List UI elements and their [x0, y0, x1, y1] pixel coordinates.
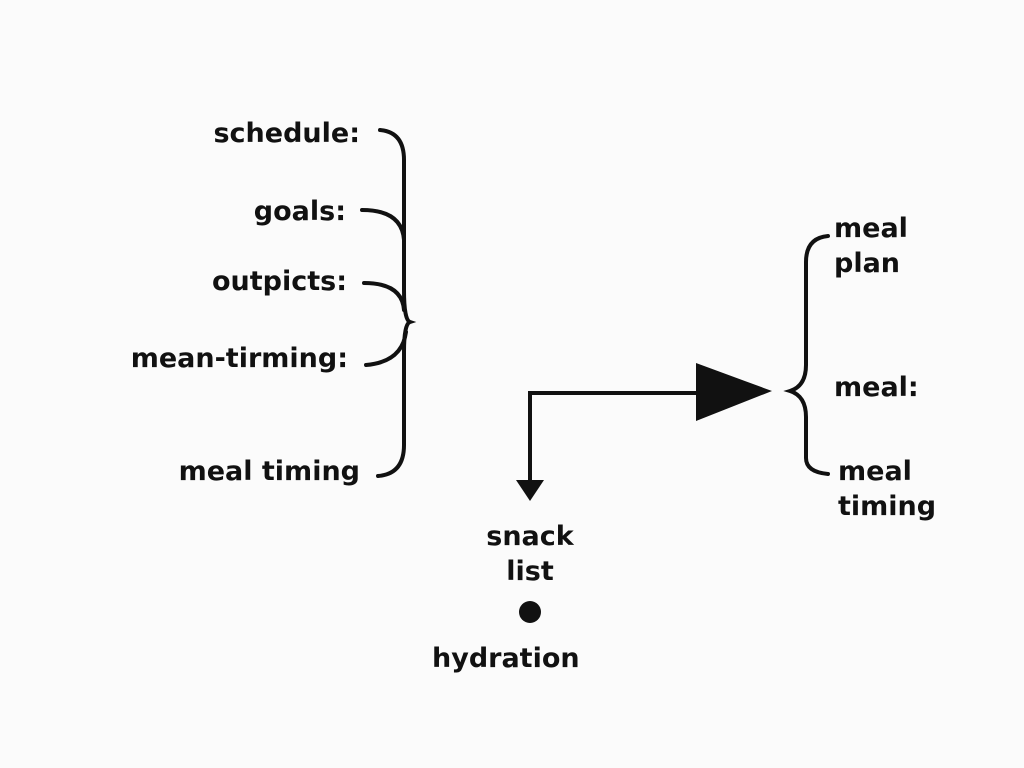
label-goals: goals:: [253, 196, 346, 227]
label-outpicts: outpicts:: [211, 266, 347, 297]
left-brace: [376, 128, 417, 478]
bullet-dot: [519, 601, 541, 623]
right-arrowhead: [696, 363, 772, 421]
label-meal-timing-right: meal timing: [838, 456, 937, 522]
label-meal-plan: meal plan: [834, 213, 908, 279]
label-schedule: schedule:: [213, 118, 360, 149]
mean-tirming-connector: [364, 330, 408, 367]
down-arrowhead: [516, 480, 544, 501]
label-mean-tirming: mean-tirming:: [130, 343, 348, 374]
label-meal-timing-left: meal timing: [178, 456, 360, 487]
label-meal: meal:: [834, 372, 919, 403]
label-hydration: hydration: [432, 643, 580, 674]
goals-connector: [360, 208, 406, 242]
label-snack-list: snack list: [486, 521, 574, 587]
right-brace: [783, 234, 830, 476]
outpicts-connector: [362, 281, 406, 312]
elbow-connector: [528, 391, 700, 488]
